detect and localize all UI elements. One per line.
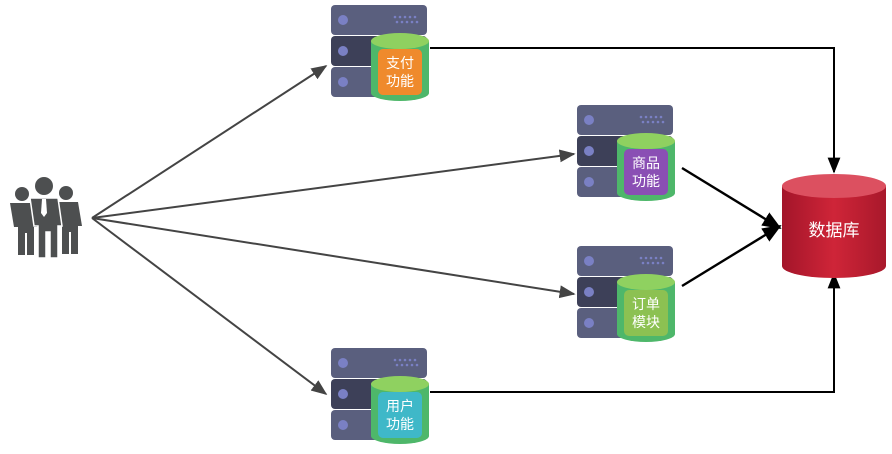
module-cylinder-top (371, 33, 429, 49)
server-vent-dot (415, 20, 419, 24)
module-label-box (378, 49, 422, 95)
server-vent-dot (398, 358, 402, 362)
server-unit (577, 105, 673, 135)
server-vent-dot (393, 358, 397, 362)
server-vent-dot (661, 261, 665, 265)
server-vent-dot (393, 15, 397, 19)
server-vent-dot (651, 261, 655, 265)
module-cylinder-top (617, 133, 675, 149)
module-label-line: 功能 (386, 417, 414, 433)
server-vent-dot (644, 256, 648, 260)
server-vent-dot (408, 358, 412, 362)
server-vent-dot (659, 115, 663, 119)
arrow-order-to-db (681, 224, 782, 288)
database-label: 数据库 (809, 221, 860, 241)
server-vent-dot (408, 15, 412, 19)
server-vent-dot (656, 261, 660, 265)
arrow-product-to-db (681, 166, 782, 230)
server-vent-dot (639, 256, 643, 260)
module-label-box (378, 392, 422, 438)
server-unit (577, 246, 673, 276)
module-label-line: 支付 (386, 56, 414, 72)
arrow-users-to-user (91, 217, 328, 395)
module-label-line: 模块 (632, 315, 660, 331)
server-vent-dot (415, 363, 419, 367)
server-vent-dot (398, 15, 402, 19)
module-label-line: 用户 (386, 398, 414, 415)
server-vent-dot (659, 256, 663, 260)
server-vent-dot (395, 363, 399, 367)
server-vent-dot (646, 120, 650, 124)
server-vent-dot (410, 363, 414, 367)
server-vent-dot (661, 120, 665, 124)
server-led-icon (338, 420, 348, 430)
server-led-icon (584, 287, 594, 297)
module-label-box (624, 149, 668, 195)
server-unit (331, 5, 427, 35)
server-led-icon (338, 15, 348, 25)
server-led-icon (338, 77, 348, 87)
server-vent-dot (395, 20, 399, 24)
module-label-line: 功能 (632, 174, 660, 190)
server-unit (331, 348, 427, 378)
server-vent-dot (405, 20, 409, 24)
server-vent-dot (654, 115, 658, 119)
server-vent-dot (405, 363, 409, 367)
server-vent-dot (639, 115, 643, 119)
server-vent-dot (651, 120, 655, 124)
arrow-users-to-payment (91, 65, 328, 219)
server-led-icon (584, 115, 594, 125)
module-label-line: 订单 (632, 297, 660, 313)
module-cylinder-top (617, 274, 675, 290)
module-label-line: 功能 (386, 74, 414, 90)
server-led-icon (584, 146, 594, 156)
arrow-payment-to-db (430, 47, 841, 174)
server-vent-dot (649, 256, 653, 260)
server-led-icon (338, 389, 348, 399)
arrow-users-to-order (91, 217, 576, 299)
server-vent-dot (410, 20, 414, 24)
server-vent-dot (641, 120, 645, 124)
arrow-user-to-db (430, 272, 841, 393)
users-group-icon (10, 177, 82, 259)
server-vent-dot (400, 363, 404, 367)
server-vent-dot (403, 358, 407, 362)
server-led-icon (338, 46, 348, 56)
database-cylinder: 数据库 (782, 174, 886, 278)
server-led-icon (584, 318, 594, 328)
server-led-icon (584, 256, 594, 266)
module-cylinder-top (371, 376, 429, 392)
server-led-icon (584, 177, 594, 187)
module-label-line: 商品 (632, 156, 660, 172)
server-vent-dot (654, 256, 658, 260)
server-vent-dot (646, 261, 650, 265)
server-vent-dot (400, 20, 404, 24)
server-vent-dot (641, 261, 645, 265)
arrow-users-to-product (91, 149, 576, 219)
server-vent-dot (656, 120, 660, 124)
server-led-icon (338, 358, 348, 368)
server-vent-dot (413, 15, 417, 19)
module-label-box (624, 290, 668, 336)
server-vent-dot (403, 15, 407, 19)
server-vent-dot (644, 115, 648, 119)
server-vent-dot (649, 115, 653, 119)
server-vent-dot (413, 358, 417, 362)
